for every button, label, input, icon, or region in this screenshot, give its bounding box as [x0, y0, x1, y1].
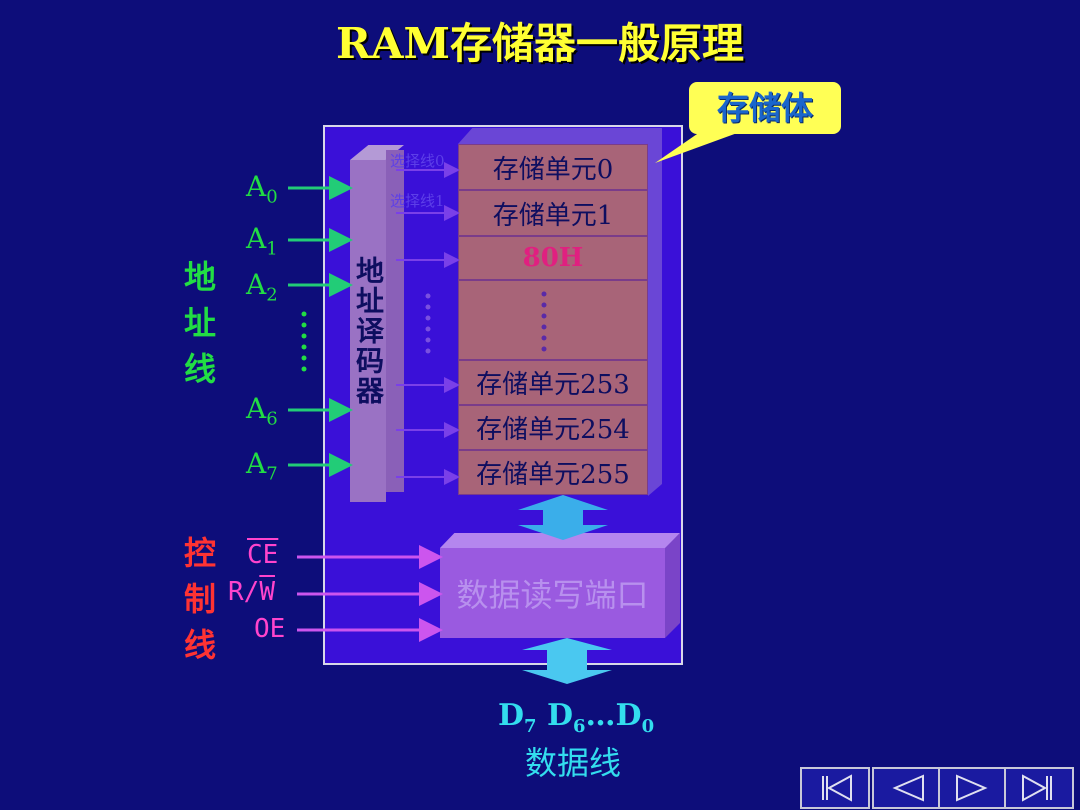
address-label-a0: A0 [246, 170, 278, 208]
memory-port-double-arrow [518, 495, 608, 540]
storage-body-callout: 存储体 [689, 82, 841, 134]
next-icon [956, 774, 988, 802]
port-side-face [665, 533, 680, 638]
memory-cell-254: 存储单元254 [458, 405, 648, 450]
memory-side-face [648, 128, 662, 496]
nav-prev-button[interactable] [872, 767, 942, 809]
rw-signal-label: R/W [228, 577, 275, 607]
oe-signal-label: OE [254, 614, 286, 644]
address-group-label: 地址线 [183, 258, 216, 388]
nav-last-button[interactable] [1004, 767, 1074, 809]
memory-cell-0: 存储单元0 [458, 144, 648, 190]
memory-cell-253: 存储单元253 [458, 360, 648, 405]
first-icon [822, 774, 852, 802]
control-group-label: 控制线 [183, 534, 216, 664]
address-label-a2: A2 [246, 268, 278, 306]
memory-top-face [458, 128, 662, 144]
data-bus-label: D7 D6…D0 [498, 698, 655, 737]
select-line-1-label: 选择线1 [390, 192, 445, 210]
address-ellipsis-dots [301, 311, 307, 372]
last-icon [1022, 774, 1052, 802]
memory-cell-1: 存储单元1 [458, 190, 648, 236]
data-line-label: 数据线 [525, 744, 622, 782]
address-decoder: 地址译码器 [350, 160, 386, 502]
select-ellipsis-dots [425, 293, 431, 354]
nav-first-button[interactable] [800, 767, 870, 809]
port-databus-double-arrow [522, 638, 612, 684]
memory-cell-255: 存储单元255 [458, 450, 648, 495]
nav-next-button[interactable] [938, 767, 1008, 809]
data-rw-port: 数据读写端口 [440, 548, 665, 638]
page-title: RAM存储器一般原理 [336, 19, 744, 68]
cell-ellipsis-dots [541, 291, 547, 352]
address-label-a1: A1 [246, 222, 278, 260]
port-top-face [440, 533, 680, 548]
address-label-a6: A6 [246, 392, 278, 430]
prev-icon [892, 774, 924, 802]
callout-tail [655, 132, 740, 163]
memory-cell-gap [458, 280, 648, 360]
decoder-side-face [386, 150, 404, 492]
select-line-0-label: 选择线0 [390, 152, 445, 170]
ce-signal-label: CE [247, 540, 279, 570]
address-label-a7: A7 [246, 447, 278, 485]
